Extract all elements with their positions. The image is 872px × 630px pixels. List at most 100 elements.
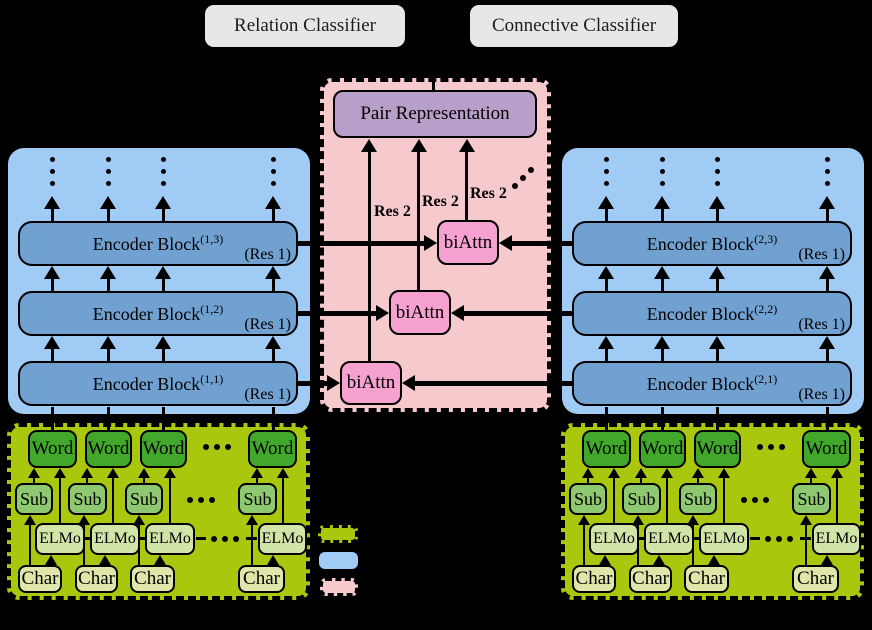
elmo-box-right-3: ELMo — [699, 523, 749, 555]
arrowhead-up-icon — [635, 468, 647, 478]
encoder-block-right-3: Encoder Block(2,3)(Res 1) — [572, 221, 852, 266]
ellipsis-icon — [187, 497, 193, 503]
flow-line — [58, 477, 62, 523]
arrowhead-up-icon — [361, 139, 377, 152]
encoder-res1-label: (Res 1) — [798, 246, 845, 263]
ellipsis-icon — [714, 169, 720, 174]
ellipsis-icon — [270, 181, 276, 186]
elmo-label: ELMo — [703, 530, 745, 547]
diagonal-ellipsis-icon — [520, 175, 526, 181]
arrowhead-left-icon — [499, 235, 512, 251]
flow-line — [657, 563, 661, 565]
char-label: Char — [632, 568, 669, 589]
elmo-label: ELMo — [815, 530, 858, 547]
arrowhead-up-icon — [54, 468, 66, 478]
word-label: Word — [641, 438, 684, 459]
arrowhead-up-icon — [654, 266, 670, 279]
flow-line — [715, 407, 719, 430]
char-box-right-2: Char — [629, 565, 672, 593]
arrowhead-up-icon — [44, 336, 60, 349]
biattn-box-3: biAttn — [437, 220, 499, 265]
sub-label: Sub — [129, 488, 158, 509]
flow-line — [106, 277, 110, 291]
pair-representation-label: Pair Representation — [360, 103, 510, 124]
ellipsis-icon — [160, 157, 166, 162]
arrowhead-up-icon — [578, 515, 590, 525]
arrowhead-up-icon — [709, 336, 725, 349]
biattn-box-2: biAttn — [389, 290, 451, 335]
elmo-label: ELMo — [149, 530, 191, 547]
arrowhead-up-icon — [265, 266, 281, 279]
flow-line — [50, 347, 54, 361]
arrowhead-right-icon — [376, 305, 389, 321]
flow-line — [271, 207, 275, 221]
word-box-right-2: Word — [639, 430, 686, 468]
biattn-label: biAttn — [346, 372, 396, 393]
res2-line — [367, 151, 371, 361]
ellipsis-icon — [757, 444, 763, 450]
char-box-right-1: Char — [572, 565, 616, 593]
arrowhead-up-icon — [661, 468, 673, 478]
relation-classifier-box: Relation Classifier — [205, 5, 405, 47]
arrowhead-up-icon — [100, 196, 116, 209]
flow-line — [722, 477, 726, 523]
ellipsis-icon — [198, 497, 204, 503]
flow-line — [168, 477, 172, 523]
flow-line — [161, 277, 165, 291]
char-label: Char — [78, 568, 115, 589]
arrowhead-up-icon — [154, 555, 166, 565]
encoder-res1-label: (Res 1) — [244, 246, 291, 263]
flow-line — [804, 524, 808, 565]
arrowhead-up-icon — [819, 266, 835, 279]
arrowhead-up-icon — [692, 468, 704, 478]
char-label: Char — [243, 568, 280, 589]
encoder-res1-label: (Res 1) — [798, 386, 845, 403]
flow-line — [415, 380, 577, 386]
elmo-label: ELMo — [39, 530, 81, 547]
sub-box-right-2: Sub — [622, 483, 661, 515]
elmo-connector-dash — [750, 536, 760, 540]
flow-line — [835, 477, 839, 523]
flow-line — [271, 407, 275, 430]
flow-line — [50, 207, 54, 221]
ellipsis-icon — [49, 157, 55, 162]
flow-line — [660, 207, 664, 221]
arrowhead-up-icon — [709, 196, 725, 209]
arrowhead-up-icon — [598, 336, 614, 349]
flow-line — [111, 477, 115, 523]
char-box-left-1: Char — [18, 565, 62, 593]
sub-label: Sub — [627, 488, 656, 509]
encoder-block-right-2: Encoder Block(2,2)(Res 1) — [572, 291, 852, 336]
char-label: Char — [797, 568, 834, 589]
char-box-left-2: Char — [75, 565, 118, 593]
encoder-res1-label: (Res 1) — [244, 316, 291, 333]
arrowhead-up-icon — [138, 468, 150, 478]
sub-box-left-1: Sub — [15, 483, 53, 515]
elmo-connector-dash — [694, 536, 700, 540]
flow-line — [106, 407, 110, 430]
ellipsis-icon — [203, 444, 209, 450]
legend-swatch-blue — [319, 552, 358, 569]
flow-line — [512, 240, 577, 246]
flow-line — [49, 563, 53, 565]
arrowhead-up-icon — [687, 515, 699, 525]
char-box-left-4: Char — [238, 565, 285, 593]
elmo-connector-dash — [85, 536, 91, 540]
ellipsis-icon — [160, 169, 166, 174]
flow-line — [660, 277, 664, 291]
arrowhead-up-icon — [708, 555, 720, 565]
encoder-block-label: Encoder Block(2,1) — [646, 372, 778, 394]
word-box-left-1: Word — [28, 430, 77, 468]
biattn-box-1: biAttn — [340, 361, 402, 405]
flow-line — [604, 207, 608, 221]
sub-label: Sub — [19, 488, 48, 509]
pair-representation-box: Pair Representation — [333, 90, 537, 138]
legend-swatch-green — [318, 525, 358, 543]
ellipsis-icon — [105, 169, 111, 174]
flow-line — [28, 524, 32, 565]
ellipsis-icon — [603, 157, 609, 162]
char-label: Char — [575, 568, 613, 589]
ellipsis-icon — [160, 181, 166, 186]
arrowhead-up-icon — [246, 515, 258, 525]
res2-line — [417, 151, 420, 290]
